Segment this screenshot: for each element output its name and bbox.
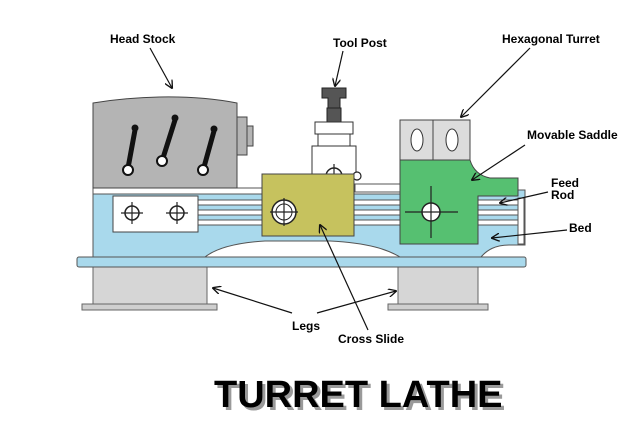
tool-post-block <box>317 133 351 147</box>
arrow-bed <box>492 229 568 238</box>
title-shadow: TURRET LATHE <box>217 377 506 419</box>
tool-post <box>311 87 362 188</box>
arrow-legs-left <box>213 288 293 314</box>
label-legs: Legs <box>292 319 320 333</box>
bed-base-plate <box>76 256 527 268</box>
right-leg <box>397 264 479 306</box>
arrow-movable-saddle <box>472 144 526 180</box>
legs <box>81 264 489 311</box>
label-bed: Bed <box>569 221 592 235</box>
leader-lines <box>149 47 568 331</box>
head-stock <box>92 96 254 189</box>
turret-hole-right <box>445 128 459 152</box>
head-stock-spindle-nose <box>246 125 254 147</box>
arrow-head-stock <box>149 47 172 88</box>
label-tool-post: Tool Post <box>333 36 387 50</box>
tool-post-clamp <box>314 121 354 135</box>
arrow-legs-right <box>316 291 396 314</box>
arrow-cross-slide <box>320 225 369 331</box>
head-stock-spindle-flange <box>236 116 248 156</box>
title-text: TURRET LATHE <box>214 374 503 416</box>
head-stock-body <box>92 96 238 189</box>
label-head-stock: Head Stock <box>110 32 176 46</box>
tool-post-neck <box>326 107 342 123</box>
left-leg <box>92 264 208 306</box>
left-leg-foot <box>81 303 218 311</box>
label-cross-slide: Cross Slide <box>338 332 404 346</box>
movable-saddle <box>399 159 519 245</box>
saddle-and-turret <box>399 119 519 245</box>
labels: Head Stock Tool Post Hexagonal Turret Mo… <box>110 32 618 346</box>
diagram-title: TURRET LATHE TURRET LATHE <box>214 374 506 419</box>
label-feed-rod-line2: Rod <box>551 188 574 202</box>
right-leg-foot <box>387 303 489 311</box>
arrow-hexagonal-turret <box>461 47 531 117</box>
bed-end-cap <box>517 197 525 245</box>
apron-box <box>112 195 199 233</box>
head-stock-levers <box>122 114 218 176</box>
arrow-feed-rod <box>500 191 549 203</box>
rod-spindle <box>354 183 404 193</box>
label-movable-saddle: Movable Saddle <box>527 128 618 142</box>
label-hexagonal-turret: Hexagonal Turret <box>502 32 600 46</box>
arrow-tool-post <box>335 50 344 86</box>
label-feed-rod-line1: Feed <box>551 176 579 190</box>
turret-hole-left <box>410 128 424 152</box>
cross-slide <box>261 173 355 237</box>
tool-post-handle <box>321 87 347 109</box>
